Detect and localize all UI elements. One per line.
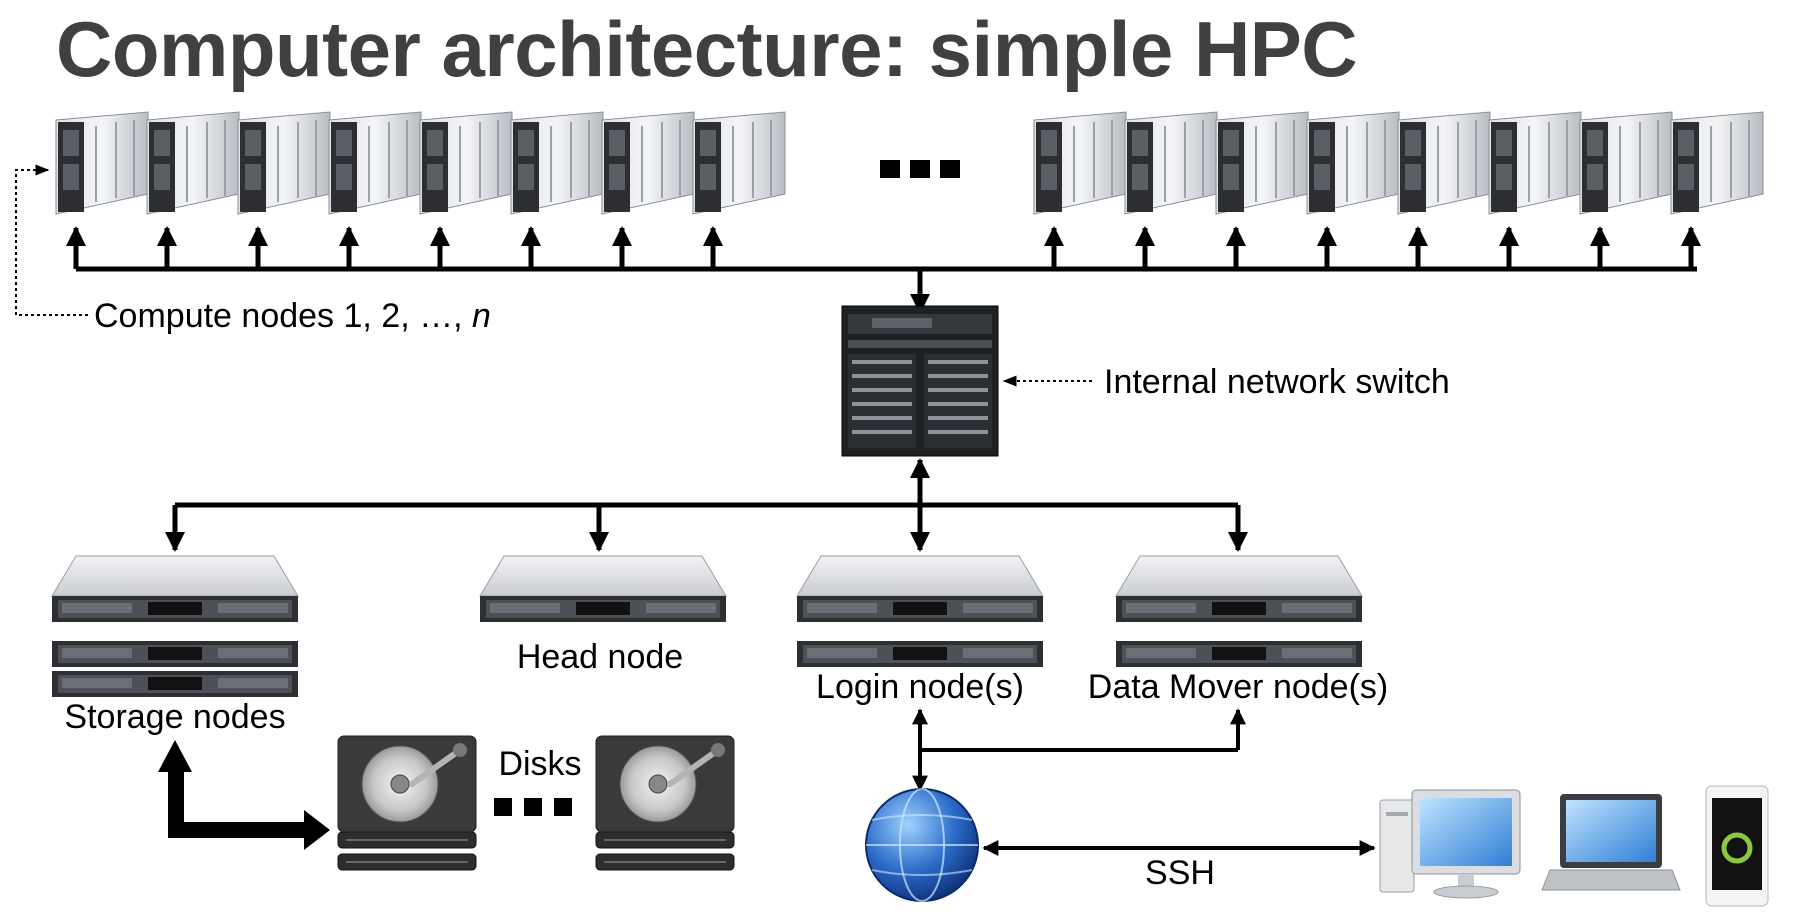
storage-nodes <box>51 555 299 697</box>
disk-stack-left <box>337 736 477 871</box>
hard-disk-icon <box>596 736 734 832</box>
blade-server-icon <box>146 111 240 215</box>
rack-server-icon <box>51 555 299 623</box>
page-title: Computer architecture: simple HPC <box>56 5 1358 93</box>
hard-disk-icon <box>595 853 735 871</box>
rack-server-icon <box>52 671 298 697</box>
blade-server-icon <box>419 111 513 215</box>
rack-server-icon <box>479 555 727 623</box>
blade-server-icon <box>1397 111 1491 215</box>
compute-bus <box>66 226 1701 314</box>
blade-server-icon <box>1033 111 1127 215</box>
blade-server-icon <box>328 111 422 215</box>
external-links <box>912 708 1246 792</box>
rack-server-icon <box>52 641 298 667</box>
compute-callout <box>15 164 88 316</box>
data-mover-nodes-label: Data Mover node(s) <box>1088 668 1388 706</box>
blade-server-icon <box>1670 111 1764 215</box>
rack-server-icon <box>1115 555 1363 623</box>
rack-server-icon <box>797 641 1043 667</box>
ellipsis-icon <box>880 160 960 178</box>
blade-server-icon <box>1579 111 1673 215</box>
switch-label: Internal network switch <box>1104 363 1450 401</box>
hard-disk-icon <box>595 831 735 849</box>
rack-server-icon <box>796 555 1044 623</box>
blade-server-icon <box>1215 111 1309 215</box>
hard-disk-icon <box>337 831 477 849</box>
blade-server-icon <box>1124 111 1218 215</box>
compute-nodes-label: Compute nodes 1, 2, …, n <box>94 297 491 335</box>
laptop-icon <box>1541 794 1681 891</box>
disks-label: Disks <box>498 745 581 783</box>
globe-icon <box>865 788 979 902</box>
disk-stack-right <box>595 736 735 871</box>
blade-server-icon <box>601 111 695 215</box>
smartphone-icon <box>1705 785 1769 907</box>
login-nodes-label: Login node(s) <box>816 668 1024 706</box>
blade-server-icon <box>237 111 331 215</box>
data-mover-nodes <box>1115 555 1363 667</box>
ssh-label: SSH <box>1145 854 1215 892</box>
disks-ellipsis-icon <box>494 798 572 816</box>
head-node-label: Head node <box>517 638 683 676</box>
compute-nodes-right <box>1033 111 1764 215</box>
network-switch-icon <box>841 305 999 457</box>
hard-disk-icon <box>338 736 476 832</box>
blade-server-icon <box>1306 111 1400 215</box>
login-nodes <box>796 555 1044 667</box>
storage-disk-link <box>158 740 330 850</box>
desktop-computer-icon <box>1379 789 1521 899</box>
storage-nodes-label: Storage nodes <box>64 698 285 736</box>
rack-server-icon <box>1116 641 1362 667</box>
compute-nodes-left <box>55 111 786 215</box>
hard-disk-icon <box>337 853 477 871</box>
blade-server-icon <box>1488 111 1582 215</box>
lower-bus <box>165 458 1248 552</box>
blade-server-icon <box>510 111 604 215</box>
blade-server-icon <box>55 111 149 215</box>
head-node <box>479 555 727 623</box>
blade-server-icon <box>692 111 786 215</box>
